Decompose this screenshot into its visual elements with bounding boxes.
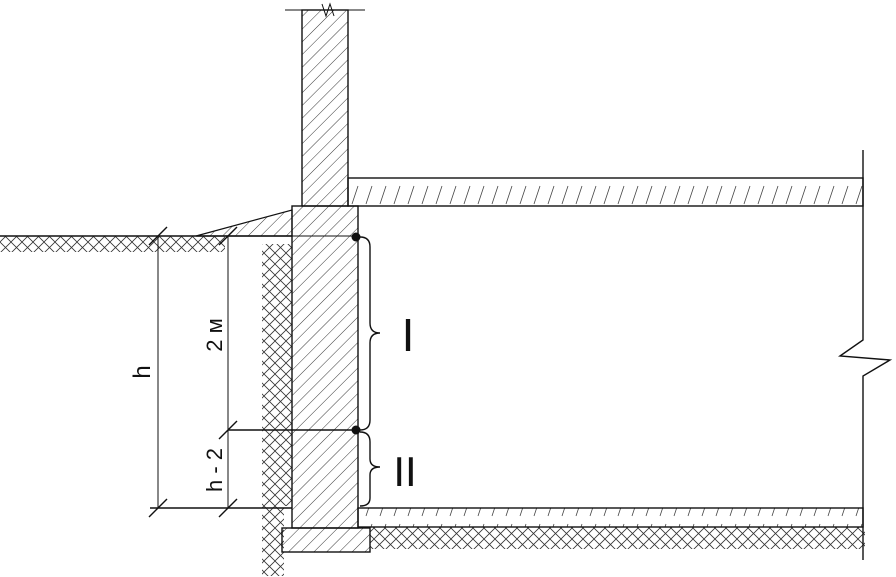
brace-zone-2 <box>359 431 381 507</box>
dimension-h-minus-2 <box>218 430 238 518</box>
label-zone-1: I <box>402 309 415 361</box>
label-h: h <box>129 365 156 378</box>
ground-soil <box>0 235 292 252</box>
zone-boundary-point-top <box>351 232 361 242</box>
backfill-soil <box>262 244 865 576</box>
blind-area <box>195 209 293 237</box>
label-zone-2: II <box>393 448 416 495</box>
right-break-line <box>837 150 893 560</box>
floor-slab-upper <box>347 177 864 207</box>
label-h-minus-2: h - 2 <box>202 448 227 492</box>
dimension-h <box>148 226 292 518</box>
brace-zone-1 <box>359 236 381 431</box>
basement-floor-slab <box>357 507 864 528</box>
zone-boundary-point-middle <box>351 425 361 435</box>
upper-wall <box>285 2 365 207</box>
basement-wall <box>291 205 359 529</box>
label-2m: 2 м <box>202 318 227 351</box>
footing <box>281 527 371 553</box>
dimension-2m <box>218 226 358 440</box>
